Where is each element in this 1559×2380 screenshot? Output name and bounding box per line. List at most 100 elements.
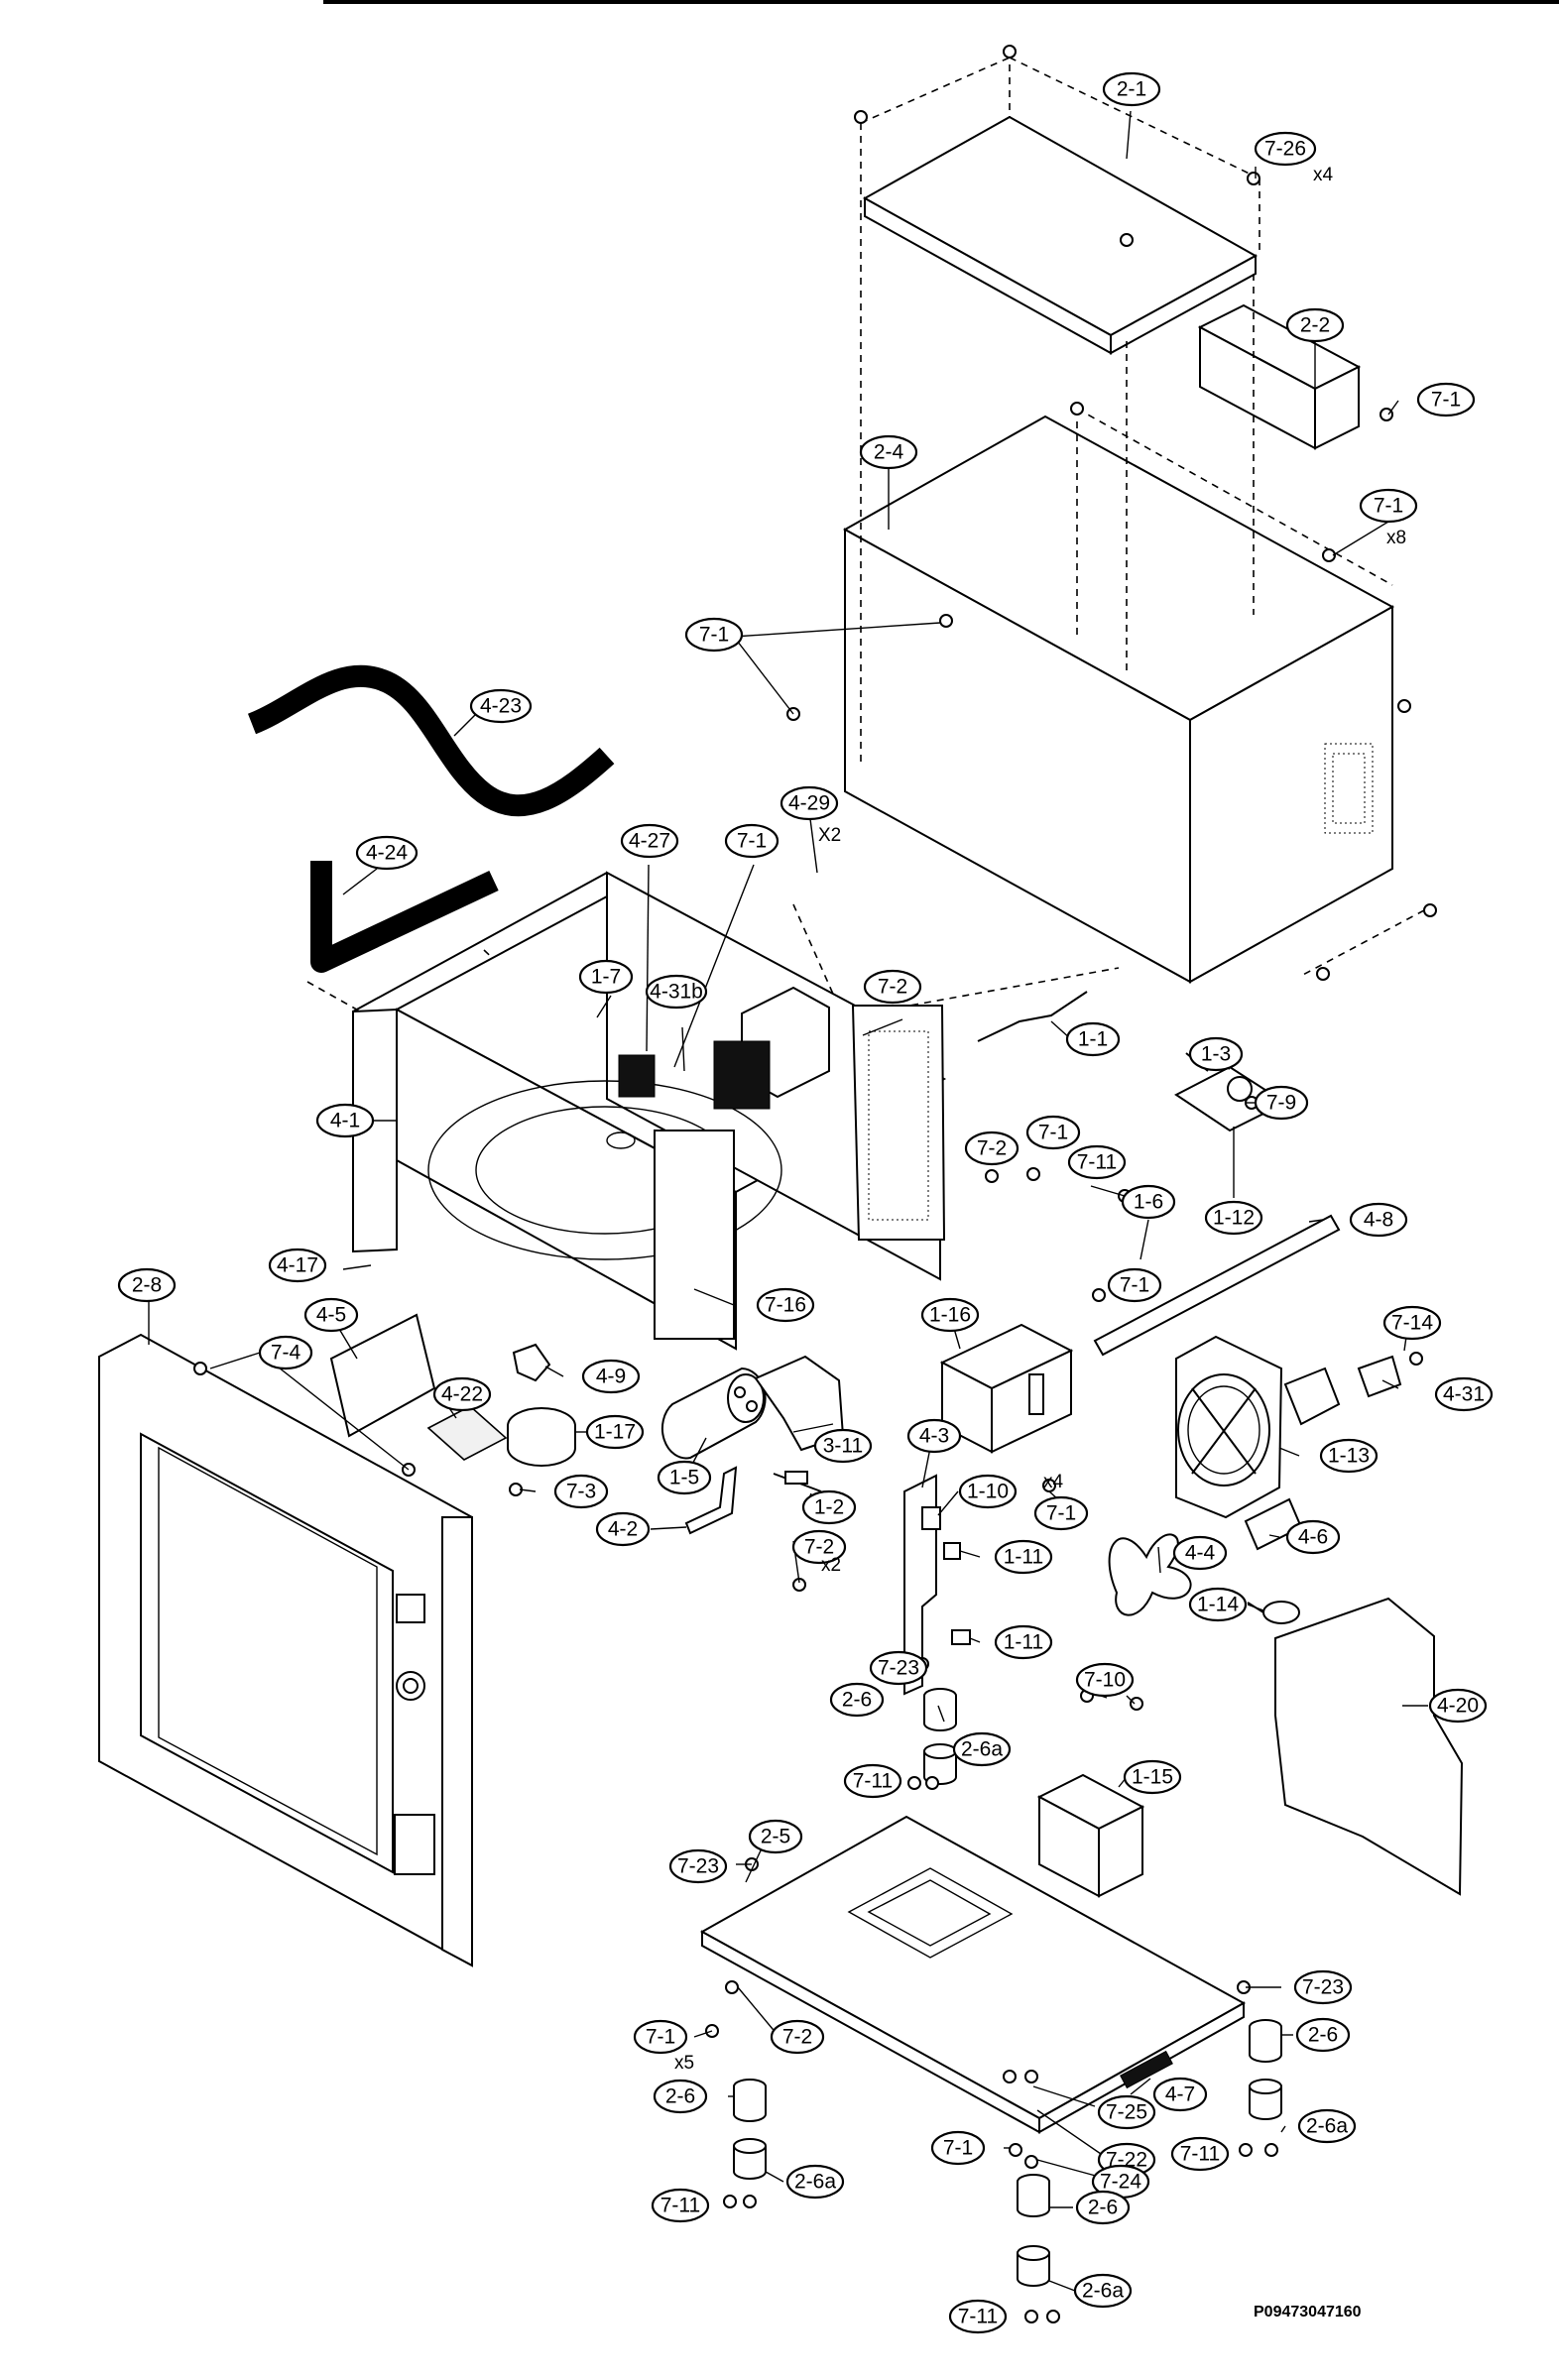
quantity-notes: x4 x8 X2 x4 x2 x5 [674,165,1406,2074]
note-X2: X2 [818,825,841,846]
svg-text:4-2: 4-2 [608,1518,638,1541]
parts-geometry [98,45,1464,2323]
label-4-29: 4-29 [780,785,839,821]
label-4-8: 4-8 [1349,1202,1408,1238]
air-guide-part [1274,1597,1464,1896]
svg-text:2-6: 2-6 [665,2085,695,2108]
part-labels: 2-1 7-26 2-2 7-1 2-4 7-1 7-1 4-23 4-29 4… [117,71,1494,2334]
label-1-12: 1-12 [1204,1200,1263,1236]
top-rule [323,0,1559,4]
svg-text:7-24: 7-24 [1100,2171,1141,2194]
label-1-2: 1-2 [801,1489,857,1525]
label-2-6: 2-6 [1075,2190,1131,2225]
label-2-6: 2-6 [1295,2017,1351,2053]
svg-text:7-11: 7-11 [1180,2143,1220,2166]
svg-text:4-22: 4-22 [441,1383,483,1406]
svg-text:7-23: 7-23 [1302,1976,1344,1999]
svg-text:2-6: 2-6 [1308,2024,1338,2047]
label-2-6a: 2-6a [1073,2273,1133,2309]
vent-holes [1324,743,1374,834]
label-2-6a: 2-6a [785,2164,845,2200]
label-4-1: 4-1 [315,1103,375,1138]
svg-text:7-16: 7-16 [765,1294,806,1317]
svg-text:7-1: 7-1 [1374,495,1403,518]
label-1-5: 1-5 [657,1460,712,1495]
svg-text:3-11: 3-11 [823,1435,863,1458]
label-4-31: 4-31 [1434,1376,1494,1412]
label-7-11: 7-11 [651,2188,710,2223]
svg-text:7-2: 7-2 [878,976,907,999]
svg-text:2-4: 2-4 [874,441,904,464]
svg-text:7-23: 7-23 [878,1657,919,1680]
svg-text:1-10: 1-10 [967,1481,1009,1503]
label-4-23: 4-23 [469,688,533,724]
mica-sheet-part [426,1405,508,1461]
label-4-4: 4-4 [1172,1535,1228,1571]
svg-text:7-2: 7-2 [977,1137,1007,1160]
label-3-11: 3-11 [813,1428,873,1464]
svg-text:1-12: 1-12 [1213,1207,1255,1230]
label-7-25: 7-25 [1097,2094,1156,2130]
label-4-2: 4-2 [595,1511,651,1547]
svg-text:4-31b: 4-31b [650,981,703,1004]
label-7-11: 7-11 [948,2299,1008,2334]
svg-text:4-23: 4-23 [480,695,522,718]
svg-text:1-2: 1-2 [814,1496,844,1519]
magnetron-part [939,1323,1074,1454]
svg-text:7-11: 7-11 [853,1770,893,1793]
svg-text:7-1: 7-1 [1038,1122,1068,1144]
waveguide-cover-part [329,1313,436,1438]
svg-text:1-5: 1-5 [669,1467,699,1489]
svg-text:7-1: 7-1 [1046,1502,1076,1525]
note-x4-b: x4 [1043,1472,1064,1492]
label-7-1: 7-1 [724,823,780,859]
label-1-16: 1-16 [920,1297,980,1333]
bracket-bar-part [1093,1214,1341,1357]
label-4-5: 4-5 [303,1297,359,1333]
label-7-16: 7-16 [756,1287,815,1323]
svg-text:4-31: 4-31 [1443,1383,1485,1406]
label-1-1: 1-1 [1065,1021,1121,1057]
label-7-1: 7-1 [930,2130,986,2166]
label-2-6: 2-6 [829,1682,885,1718]
svg-text:2-6a: 2-6a [1306,2115,1348,2138]
svg-text:4-29: 4-29 [788,792,830,815]
svg-text:1-17: 1-17 [594,1421,636,1444]
label-7-24: 7-24 [1091,2164,1150,2200]
diode-part [773,1471,822,1492]
svg-text:7-11: 7-11 [958,2306,998,2328]
svg-text:7-1: 7-1 [699,624,729,647]
svg-text:1-16: 1-16 [929,1304,971,1327]
door-frame-part [98,1333,473,1967]
foot-parts [733,1688,1282,2287]
svg-text:7-26: 7-26 [1264,138,1306,161]
label-7-1: 7-1 [1359,488,1418,524]
svg-text:4-5: 4-5 [316,1304,346,1327]
label-4-22: 4-22 [432,1376,492,1412]
top-cover-part [862,115,1259,355]
label-7-2: 7-2 [791,1529,847,1565]
svg-text:4-27: 4-27 [629,830,670,853]
svg-text:1-11: 1-11 [1004,1546,1043,1569]
label-7-1: 7-1 [1033,1495,1089,1531]
label-7-4: 7-4 [258,1335,313,1370]
label-2-6a: 2-6a [1297,2108,1357,2144]
svg-text:7-1: 7-1 [737,830,767,853]
fan-assembly-part [1108,1335,1402,1616]
label-4-24: 4-24 [355,835,419,871]
label-2-5: 2-5 [748,1819,803,1854]
label-7-2: 7-2 [770,2019,825,2055]
svg-text:7-14: 7-14 [1391,1312,1433,1335]
svg-text:4-7: 4-7 [1165,2083,1195,2106]
svg-text:4-9: 4-9 [596,1366,626,1388]
label-4-9: 4-9 [581,1359,641,1394]
svg-text:7-1: 7-1 [943,2137,973,2160]
label-7-23: 7-23 [1293,1969,1353,2005]
label-7-11: 7-11 [1067,1144,1127,1180]
svg-text:2-6: 2-6 [842,1689,872,1712]
svg-text:2-6a: 2-6a [961,1738,1003,1761]
label-7-9: 7-9 [1254,1085,1309,1121]
label-4-31b: 4-31b [645,974,708,1010]
svg-text:7-3: 7-3 [566,1481,596,1503]
label-2-1: 2-1 [1102,71,1161,107]
